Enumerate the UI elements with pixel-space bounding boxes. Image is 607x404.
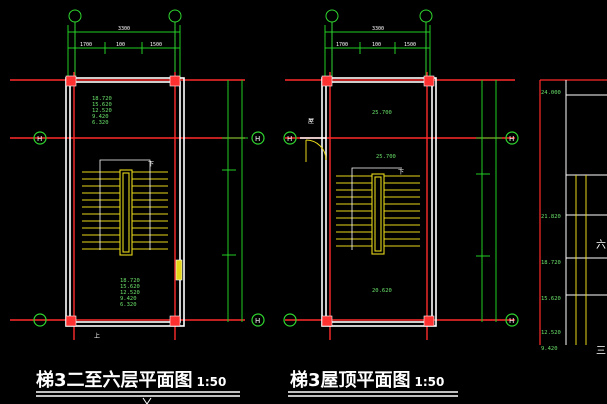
left-elev-bot-5: 6.320 (120, 302, 137, 308)
right-plan-scale: 1:50 (414, 375, 445, 389)
left-grid-bubble-top-a (68, 9, 82, 23)
left-label-down: 下 (148, 161, 154, 168)
left-grid-bubble-top-b (168, 9, 182, 23)
left-walls (65, 77, 185, 327)
left-elev-bot-4: 9.420 (120, 296, 137, 302)
left-dim-seg-2: 100 (116, 42, 125, 48)
section-elev-5: 12.520 (541, 330, 561, 336)
left-grid-label-mid: H (255, 135, 260, 143)
section-elev-1: 24.000 (541, 90, 561, 96)
title-underlines (36, 391, 458, 397)
right-label-room: 屋 (308, 118, 314, 125)
left-dim-total: 3300 (118, 26, 130, 32)
right-dim-seg-1: 1700 (336, 42, 348, 48)
section-fragment-b: 三 (596, 346, 606, 357)
left-axis-lines (10, 72, 245, 340)
right-columns (321, 75, 435, 327)
left-elev-top-1: 18.720 (92, 96, 112, 102)
left-elev-top-4: 9.420 (92, 114, 109, 120)
left-dim-seg-3: 1500 (150, 42, 162, 48)
right-dim-seg-3: 1500 (404, 42, 416, 48)
left-elev-bot-3: 12.520 (120, 290, 140, 296)
right-grid-label-bottom: H (509, 317, 514, 325)
left-elev-top-2: 15.620 (92, 102, 112, 108)
right-elev-low: 20.620 (372, 288, 392, 294)
right-plan-title-text: 梯3屋顶平面图 (290, 370, 411, 391)
right-grid-label-mid: H (509, 135, 514, 143)
left-plan-title-text: 梯3二至六层平面图 (36, 370, 193, 391)
left-plan-scale: 1:50 (196, 375, 227, 389)
left-elev-top-3: 12.520 (92, 108, 112, 114)
right-side-dimension (476, 80, 502, 322)
left-label-up: 上 (94, 332, 100, 340)
right-label-down: 下 (398, 169, 404, 176)
right-dim-seg-2: 100 (372, 42, 381, 48)
left-elev-bot-2: 15.620 (120, 284, 140, 290)
right-dimension-chain (324, 25, 431, 80)
right-elev-top: 25.700 (372, 110, 392, 116)
section-elev-6: 9.420 (541, 346, 558, 352)
section-fragment-a: 六 (596, 239, 606, 251)
left-columns (65, 75, 183, 327)
left-side-dimension (222, 80, 248, 322)
left-elevation-stack-top: 18.720 15.620 12.520 9.420 6.320 (92, 96, 112, 126)
right-axis-lines (285, 72, 515, 340)
left-stair-arrow (99, 159, 151, 250)
left-dimension-chain (67, 25, 181, 80)
left-grid-label-top: H (37, 135, 42, 143)
left-elev-bot-1: 18.720 (120, 278, 140, 284)
left-stair-treads (82, 169, 168, 256)
right-dim-total: 3300 (372, 26, 384, 32)
partial-section: 24.000 21.820 18.720 15.620 12.520 9.420… (539, 79, 607, 357)
left-grid-bubbles (33, 131, 265, 327)
right-elev-mid: 25.700 (376, 154, 396, 160)
right-walls (300, 77, 437, 327)
section-elev-4: 15.620 (541, 296, 561, 302)
right-grid-bubbles (283, 131, 519, 327)
right-grid-label-top: H (287, 135, 292, 143)
left-grid-label-bottom: H (255, 317, 260, 325)
left-elevation-stack-bottom: 18.720 15.620 12.520 9.420 6.320 (120, 278, 140, 308)
left-stair-plan: 3300 1700 100 1500 (10, 9, 265, 340)
north-marker (142, 397, 152, 404)
left-elev-top-5: 6.320 (92, 120, 109, 126)
left-dim-seg-1: 1700 (80, 42, 92, 48)
section-elev-2: 21.820 (541, 214, 561, 220)
section-elev-3: 18.720 (541, 260, 561, 266)
right-door-swing (305, 139, 327, 162)
right-stair-treads (336, 173, 420, 255)
right-stair-arrow (351, 167, 402, 250)
right-stair-plan: 3300 1700 100 1500 (283, 9, 519, 340)
